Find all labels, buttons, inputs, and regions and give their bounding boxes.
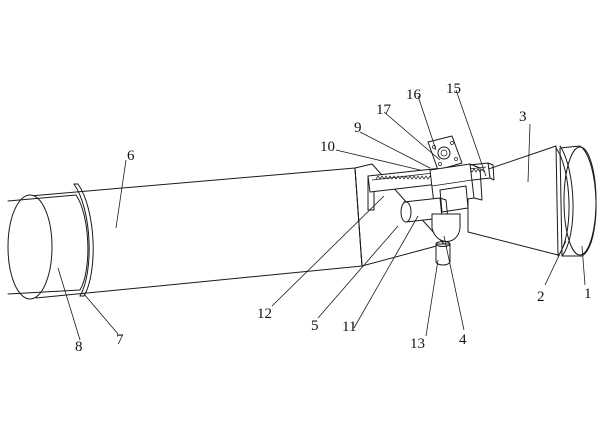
label-16: 16 bbox=[406, 87, 422, 103]
label-3: 3 bbox=[519, 109, 527, 125]
mounting-plate bbox=[427, 135, 463, 171]
left-end-cap bbox=[7, 194, 89, 300]
label-4: 4 bbox=[459, 332, 467, 348]
label-1: 1 bbox=[584, 286, 592, 302]
lower-stem bbox=[431, 213, 461, 266]
label-9: 9 bbox=[354, 120, 362, 136]
label-5: 5 bbox=[311, 318, 319, 334]
label-17: 17 bbox=[376, 102, 392, 118]
left-ring bbox=[73, 183, 94, 297]
right-cone bbox=[467, 145, 559, 256]
part-labels: 1 2 3 4 5 6 7 8 9 10 11 12 13 15 16 17 bbox=[75, 81, 592, 355]
label-12: 12 bbox=[257, 306, 272, 322]
right-end-cylinder bbox=[559, 145, 597, 257]
label-11: 11 bbox=[342, 319, 356, 335]
leader-lines bbox=[57, 89, 586, 341]
label-15: 15 bbox=[446, 81, 461, 97]
label-10: 10 bbox=[320, 139, 335, 155]
label-6: 6 bbox=[127, 148, 135, 164]
label-13: 13 bbox=[410, 336, 425, 352]
label-2: 2 bbox=[537, 289, 545, 305]
label-7: 7 bbox=[116, 332, 124, 348]
label-8: 8 bbox=[75, 339, 83, 355]
